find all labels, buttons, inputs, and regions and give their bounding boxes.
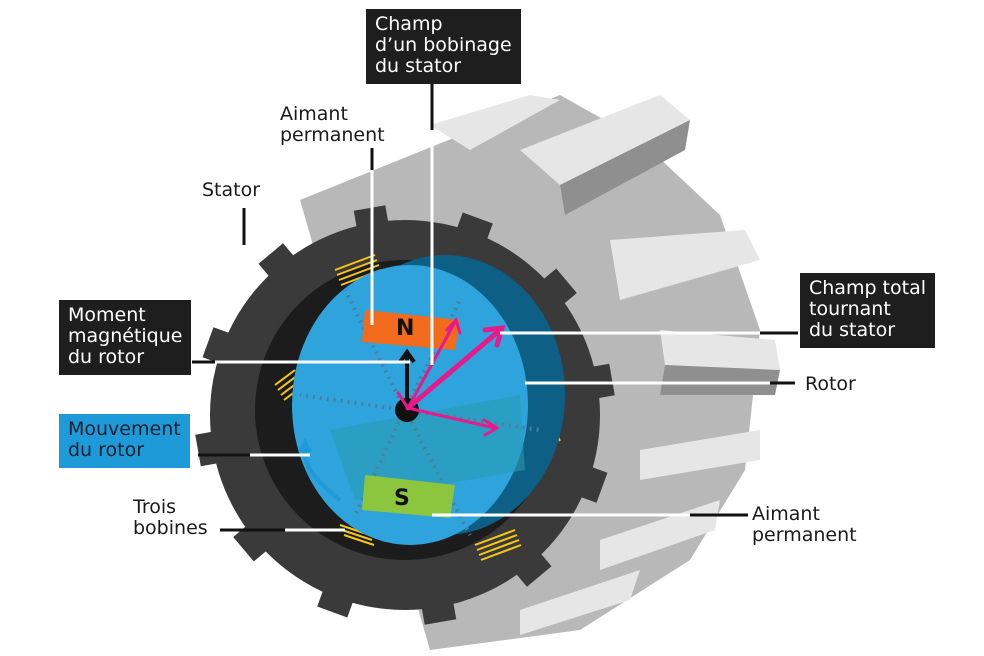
three-coils-label: Trois bobines (133, 496, 208, 539)
leader-lines (192, 82, 798, 532)
north-magnet-label: N (396, 316, 415, 341)
north-magnet (362, 310, 460, 350)
permanent-magnet-bottom-label: Aimant permanent (752, 503, 857, 546)
south-magnet (362, 475, 455, 518)
stator-label: Stator (202, 179, 261, 201)
rotor-label: Rotor (805, 373, 856, 395)
rotation-arrowhead (298, 438, 312, 452)
total-field-label: Champ total tournant du stator (800, 273, 936, 348)
permanent-magnet-top-label: Aimant permanent (280, 103, 385, 146)
stator-field-label: Champ d’un bobinage du stator (366, 9, 521, 84)
rotor-moment-arrowhead (398, 348, 416, 364)
south-magnet-label: S (394, 486, 410, 511)
rotor-moment-label: Moment magnétique du rotor (59, 300, 192, 375)
rotor-motion-label: Mouvement du rotor (59, 414, 190, 468)
field-arrows (396, 317, 506, 437)
